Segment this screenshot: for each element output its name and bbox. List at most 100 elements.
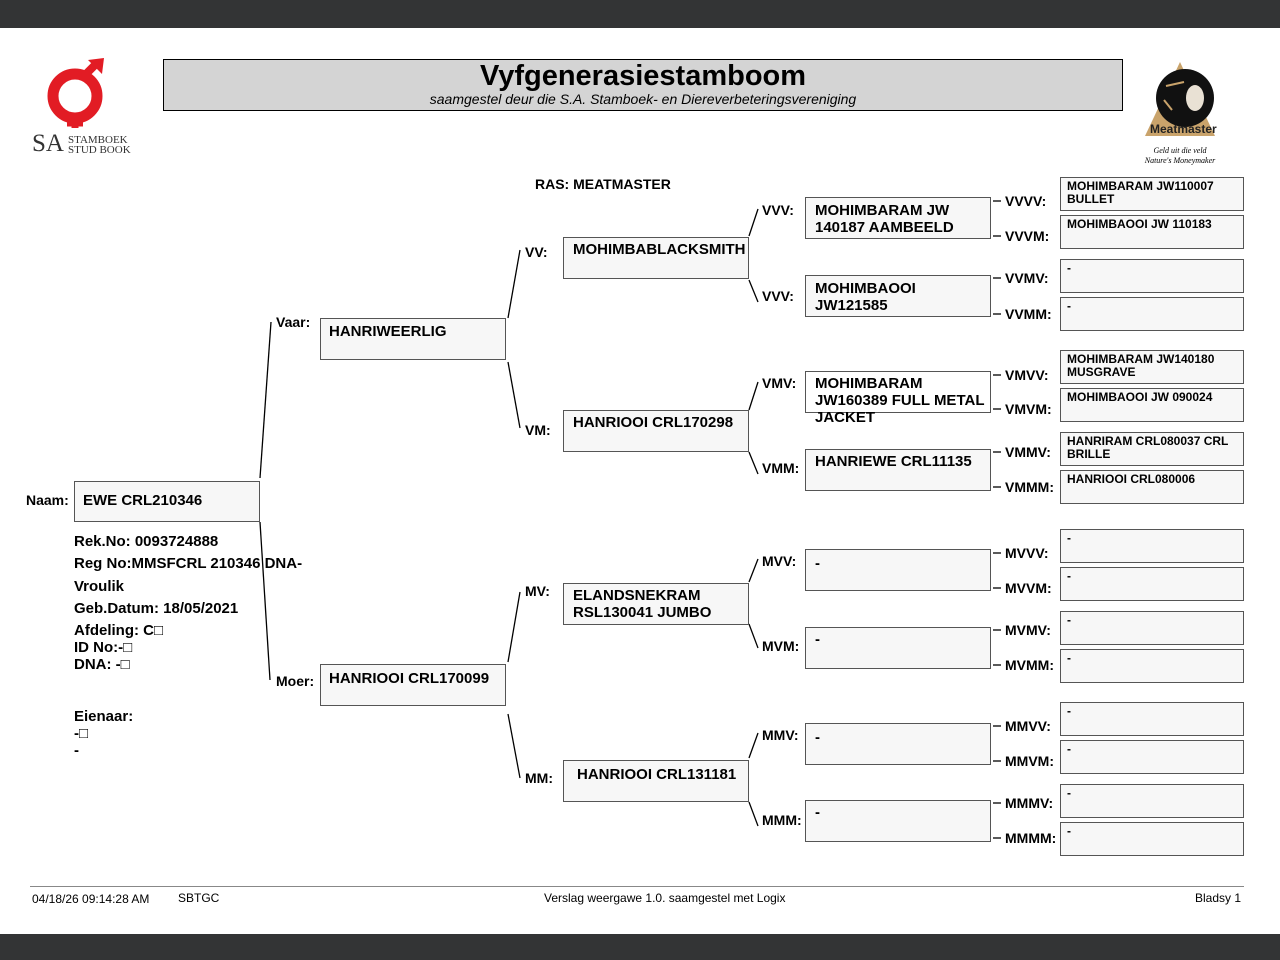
mmvv-box[interactable]: -: [1060, 702, 1244, 736]
top-frame-bar: [0, 0, 1280, 28]
breed-label: RAS: MEATMASTER: [535, 176, 671, 192]
dam-box[interactable]: HANRIOOI CRL170099: [320, 664, 506, 706]
footer-report: Verslag weergawe 1.0. saamgestel met Log…: [544, 891, 786, 905]
mmmm-box[interactable]: -: [1060, 822, 1244, 856]
sa-stamboek-logo: SA STAMBOEK STUD BOOK: [30, 56, 140, 160]
footer-org: SBTGC: [178, 891, 220, 905]
logo-slogan-line2: Nature's Moneymaker: [1144, 156, 1216, 165]
vvv-label: VVV:: [762, 202, 794, 218]
reg-no: Reg No:MMSFCRL 210346 DNA-: [74, 555, 303, 572]
connector-line: [507, 361, 521, 429]
mmvm-label: MMVM:: [1005, 753, 1054, 769]
connector-line: [259, 321, 272, 479]
vvmv-box[interactable]: -: [1060, 259, 1244, 293]
vmvv-box[interactable]: MOHIMBARAM JW140180 MUSGRAVE: [1060, 350, 1244, 384]
mvmv-box[interactable]: -: [1060, 611, 1244, 645]
mmm-label: MMM:: [762, 812, 802, 828]
logo-slogan-line1: Geld uit die veld: [1153, 146, 1207, 155]
mvv-label: MVV:: [762, 553, 797, 569]
vmmm-box[interactable]: HANRIOOI CRL080006: [1060, 470, 1244, 504]
mmv-label: MMV:: [762, 727, 799, 743]
mvvm-label: MVVM:: [1005, 580, 1052, 596]
vmmv-box[interactable]: HANRIRAM CRL080037 CRL BRILLE: [1060, 432, 1244, 466]
vvv-box[interactable]: MOHIMBARAM JW 140187 AAMBEELD: [805, 197, 991, 239]
vvvm-box[interactable]: MOHIMBAOOI JW 110183: [1060, 215, 1244, 249]
mvvv-box[interactable]: -: [1060, 529, 1244, 563]
meatmaster-logo: Meatmaster Geld uit die veld Nature's Mo…: [1140, 60, 1220, 168]
vmm-box[interactable]: HANRIEWE CRL11135: [805, 449, 991, 491]
connector-line: [259, 521, 271, 681]
vmv-box[interactable]: MOHIMBARAM JW160389 FULL METAL JACKET: [805, 371, 991, 426]
subject-animal-box[interactable]: EWE CRL210346: [74, 481, 260, 522]
vmvm-box[interactable]: MOHIMBAOOI JW 090024: [1060, 388, 1244, 422]
mmmm-label: MMMM:: [1005, 830, 1057, 846]
vvvm-label: VVVM:: [1005, 228, 1050, 244]
sex: Vroulik: [74, 578, 125, 595]
connector-line: [507, 591, 521, 663]
page-title: Vyfgenerasiestamboom: [479, 60, 807, 92]
mmmv-box[interactable]: -: [1060, 784, 1244, 818]
connector-line: [748, 279, 759, 303]
dam-label: Moer:: [276, 673, 315, 689]
vvvv-box[interactable]: MOHIMBARAM JW110007 BULLET: [1060, 177, 1244, 211]
connector-line: [507, 713, 521, 779]
mv-box[interactable]: ELANDSNEKRAM RSL130041 JUMBO: [563, 583, 749, 625]
mvv-box[interactable]: -: [805, 549, 991, 591]
mvvm-box[interactable]: -: [1060, 567, 1244, 601]
section: Afdeling: C□: [74, 622, 164, 639]
owner-line1: -□: [74, 725, 89, 742]
vvm-label: VVV:: [762, 288, 794, 304]
owner-label: Eienaar:: [74, 708, 134, 725]
mvmm-box[interactable]: -: [1060, 649, 1244, 683]
connector-line: [748, 381, 759, 411]
vmvv-label: VMVV:: [1005, 367, 1049, 383]
mmv-box[interactable]: -: [805, 723, 991, 765]
connector-line: [748, 801, 759, 827]
mm-label: MM:: [525, 770, 553, 786]
mvmv-label: MVMV:: [1005, 622, 1051, 638]
mvvv-label: MVVV:: [1005, 545, 1049, 561]
dna: DNA: -□: [74, 656, 130, 673]
vm-label: VM:: [525, 422, 551, 438]
title-bar: Vyfgenerasiestamboom saamgestel deur die…: [163, 59, 1123, 111]
id-no: ID No:-□: [74, 639, 133, 656]
gender-symbol-icon: [47, 58, 104, 128]
owner-line2: -: [74, 742, 79, 759]
connector-line: [748, 623, 759, 649]
footer-page-number: Bladsy 1: [1195, 891, 1242, 905]
vv-label: VV:: [525, 244, 548, 260]
mvm-box[interactable]: -: [805, 627, 991, 669]
vvmm-label: VVMM:: [1005, 306, 1052, 322]
mmvm-box[interactable]: -: [1060, 740, 1244, 774]
vm-box[interactable]: HANRIOOI CRL170298: [563, 410, 749, 452]
mmvv-label: MMVV:: [1005, 718, 1051, 734]
vvm-box[interactable]: MOHIMBAOOI JW121585: [805, 275, 991, 317]
sire-box[interactable]: HANRIWEERLIG: [320, 318, 506, 360]
mmm-box[interactable]: -: [805, 800, 991, 842]
name-label: Naam:: [26, 492, 69, 508]
rek-no: Rek.No: 0093724888: [74, 533, 219, 550]
vvmm-box[interactable]: -: [1060, 297, 1244, 331]
vv-box[interactable]: MOHIMBABLACKSMITH: [563, 237, 749, 279]
sire-label: Vaar:: [276, 314, 311, 330]
vvvv-label: VVVV:: [1005, 193, 1047, 209]
logo-sa-text: SA: [32, 130, 64, 157]
footer-timestamp: 04/18/26 09:14:28 AM: [32, 892, 150, 906]
connector-line: [748, 732, 759, 759]
meatmaster-emblem-icon: [1145, 62, 1215, 136]
vmmm-label: VMMM:: [1005, 479, 1054, 495]
connector-line: [748, 558, 759, 583]
connector-line: [748, 451, 759, 475]
mm-box[interactable]: HANRIOOI CRL131181: [563, 760, 749, 802]
vmm-label: VMM:: [762, 460, 800, 476]
connector-line: [507, 249, 521, 319]
mvmm-label: MVMM:: [1005, 657, 1054, 673]
vmv-label: VMV:: [762, 375, 797, 391]
vmvm-label: VMVM:: [1005, 401, 1052, 417]
connector-line: [748, 208, 759, 237]
mv-label: MV:: [525, 583, 550, 599]
mmmv-label: MMMV:: [1005, 795, 1054, 811]
bottom-frame-bar: [0, 934, 1280, 960]
